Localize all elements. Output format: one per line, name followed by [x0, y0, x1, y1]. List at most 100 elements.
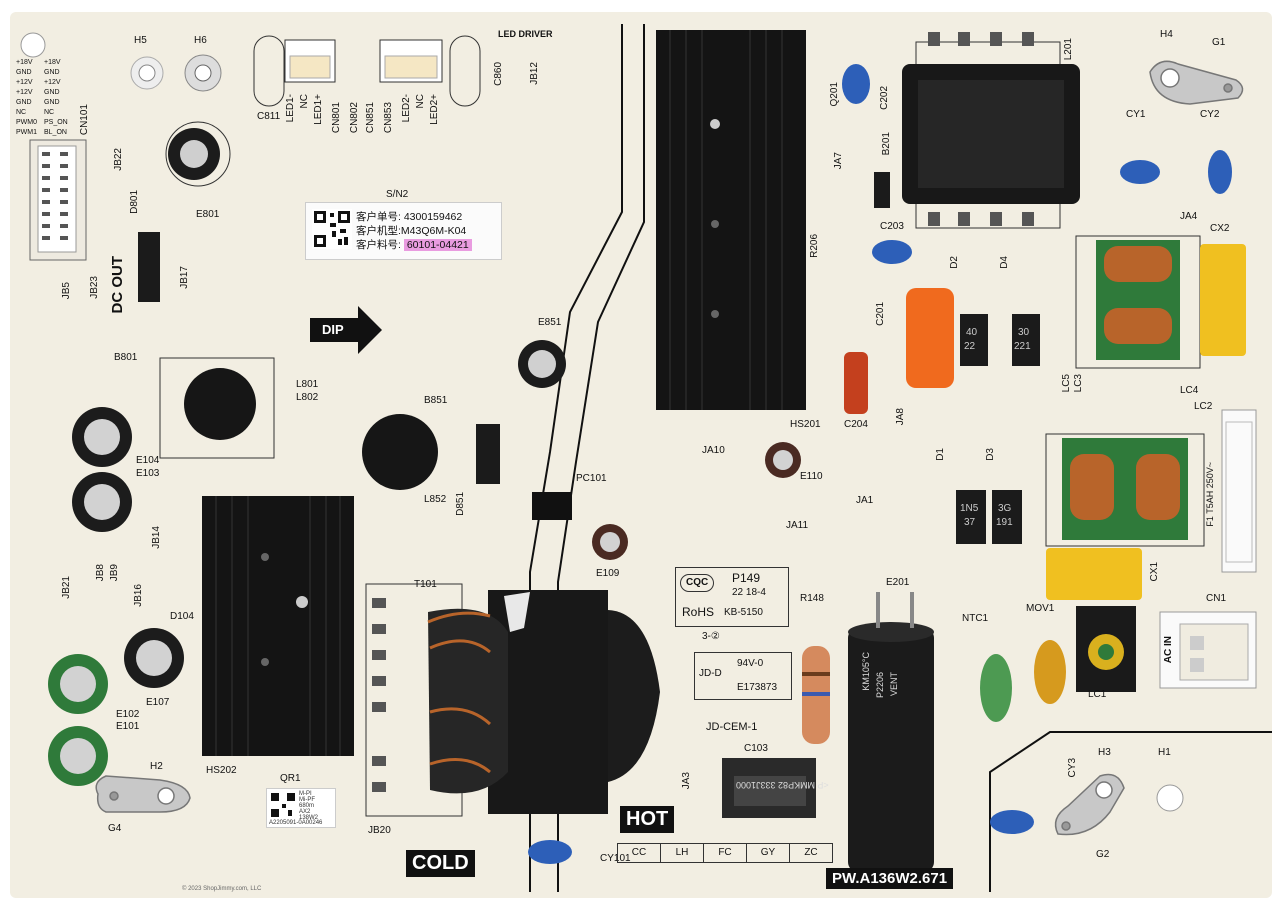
heatsink-hs202	[202, 496, 354, 756]
label-e851: E851	[538, 317, 562, 328]
capacitor-c103	[722, 758, 816, 818]
cqc-date: 22 18-4	[732, 587, 766, 598]
pin-label: +18V	[16, 59, 33, 66]
fuse-f1	[1221, 409, 1257, 573]
label-dc-out: DC OUT	[109, 256, 126, 314]
label-mov1: MOV1	[1026, 603, 1055, 614]
label-d3: D3	[985, 448, 996, 461]
label-jb22: JB22	[113, 148, 124, 171]
label-c860: C860	[493, 62, 504, 86]
label-ja11: JA11	[786, 520, 809, 531]
label-cn1: CN1	[1206, 593, 1227, 604]
capacitor-e201	[848, 592, 934, 872]
label-hs201: HS201	[790, 419, 821, 430]
mounting-holes	[20, 32, 1184, 812]
label-d851: D851	[455, 492, 466, 516]
label-jb14: JB14	[151, 526, 162, 549]
label-q201: Q201	[829, 82, 840, 107]
choke-lc1	[1076, 606, 1136, 692]
ul-file: E173873	[737, 682, 778, 693]
pin-labels-right: +18V GND +12V GND GND NC PS_ON BL_ON	[44, 58, 68, 138]
label-ac-in: AC IN	[1163, 636, 1174, 664]
pin-label: PWM0	[16, 119, 37, 126]
connector-cn101	[29, 139, 87, 261]
label-led1-nc: NC	[299, 94, 310, 109]
label-jb21: JB21	[61, 576, 72, 599]
label-e801: E801	[196, 209, 220, 220]
label-ja8: JA8	[895, 408, 906, 426]
inspection-codes: CC LH FC GY ZC	[617, 843, 833, 863]
pin-label: +18V	[44, 59, 61, 66]
label-l201: L201	[1063, 38, 1074, 61]
sticker-line-3-prefix: 客户料号:	[356, 239, 401, 251]
diode-d1-mark-2: 37	[964, 517, 976, 528]
connector-cn1	[1159, 611, 1257, 689]
label-cn851: CN851	[365, 102, 376, 134]
label-e103: E103	[136, 468, 160, 479]
label-qr1: QR1	[280, 773, 301, 784]
transformer-l201	[902, 32, 1080, 229]
diode-d4-mark-1: 30	[1018, 327, 1030, 338]
label-jb5: JB5	[61, 282, 72, 300]
label-jb9: JB9	[109, 564, 120, 582]
diodes	[138, 172, 1040, 544]
qr1-line-5: 138W2	[299, 815, 319, 821]
label-ja1: JA1	[856, 495, 874, 506]
qr1-code-icon	[270, 792, 296, 818]
label-c203: C203	[880, 221, 904, 232]
label-l801: L801	[296, 379, 319, 390]
pin-label: NC	[44, 109, 55, 116]
label-jb17: JB17	[179, 266, 190, 289]
model-number: PW.A136W2.671	[826, 868, 954, 889]
ul-logo: JD-D	[699, 668, 722, 679]
choke-lc4	[1045, 433, 1205, 547]
pin-labels-left: +18V GND +12V +12V GND NC PWM0 PWM1	[16, 58, 37, 138]
label-ja4: JA4	[1180, 211, 1198, 222]
label-led1-minus: LED1-	[285, 94, 296, 123]
label-c811: C811	[257, 111, 281, 122]
label-cn802: CN802	[349, 102, 360, 134]
capacitors-electrolytic	[48, 121, 801, 786]
cqc-p149: P149	[732, 571, 761, 585]
label-r148: R148	[800, 593, 824, 604]
label-cy2: CY2	[1200, 109, 1220, 120]
cqc-logo: CQC	[680, 574, 715, 592]
pin-label: +12V	[16, 89, 33, 96]
code-gy: GY	[747, 844, 790, 862]
copyright: © 2023 ShopJimmy.com, LLC	[182, 886, 262, 892]
label-l852: L852	[424, 494, 447, 505]
label-ja3: JA3	[681, 772, 692, 790]
label-lc4: LC4	[1180, 385, 1199, 396]
board-artwork	[20, 24, 1272, 892]
label-dip: DIP	[322, 322, 344, 337]
code-zc: ZC	[804, 847, 818, 858]
pin-label: GND	[44, 89, 60, 96]
label-e110: E110	[800, 471, 823, 482]
sticker-line-3-value: 60101-04421	[403, 239, 472, 251]
label-e201: E201	[886, 577, 910, 588]
label-cn801: CN801	[331, 102, 342, 134]
pin-label: +12V	[44, 79, 61, 86]
qr1-line-1: M-PI	[299, 791, 312, 797]
pin-label: GND	[16, 69, 32, 76]
pin-label: GND	[44, 99, 60, 106]
label-cn101: CN101	[79, 104, 90, 136]
diode-d3-mark-1: 3G	[998, 503, 1012, 514]
inductors	[159, 357, 438, 490]
label-h1: H1	[1158, 747, 1171, 758]
label-d1: D1	[935, 448, 946, 461]
label-h6: H6	[194, 35, 207, 46]
diode-d2-mark-2: 22	[964, 341, 976, 352]
pin-label: GND	[44, 69, 60, 76]
label-hs202: HS202	[206, 765, 237, 776]
ul-rating: 94V-0	[737, 658, 764, 669]
sticker-line-1: 客户单号: 4300159462	[356, 211, 463, 223]
label-jb12: JB12	[529, 62, 540, 85]
varistors	[980, 640, 1066, 722]
label-fuse-rating: F1 T5AH 250V~	[1205, 462, 1215, 527]
heatsink-hs201	[656, 30, 806, 410]
label-g1: G1	[1212, 37, 1226, 48]
transformer-t101	[365, 583, 660, 817]
cold-zone-label: COLD	[406, 850, 475, 877]
label-c201: C201	[875, 302, 886, 326]
